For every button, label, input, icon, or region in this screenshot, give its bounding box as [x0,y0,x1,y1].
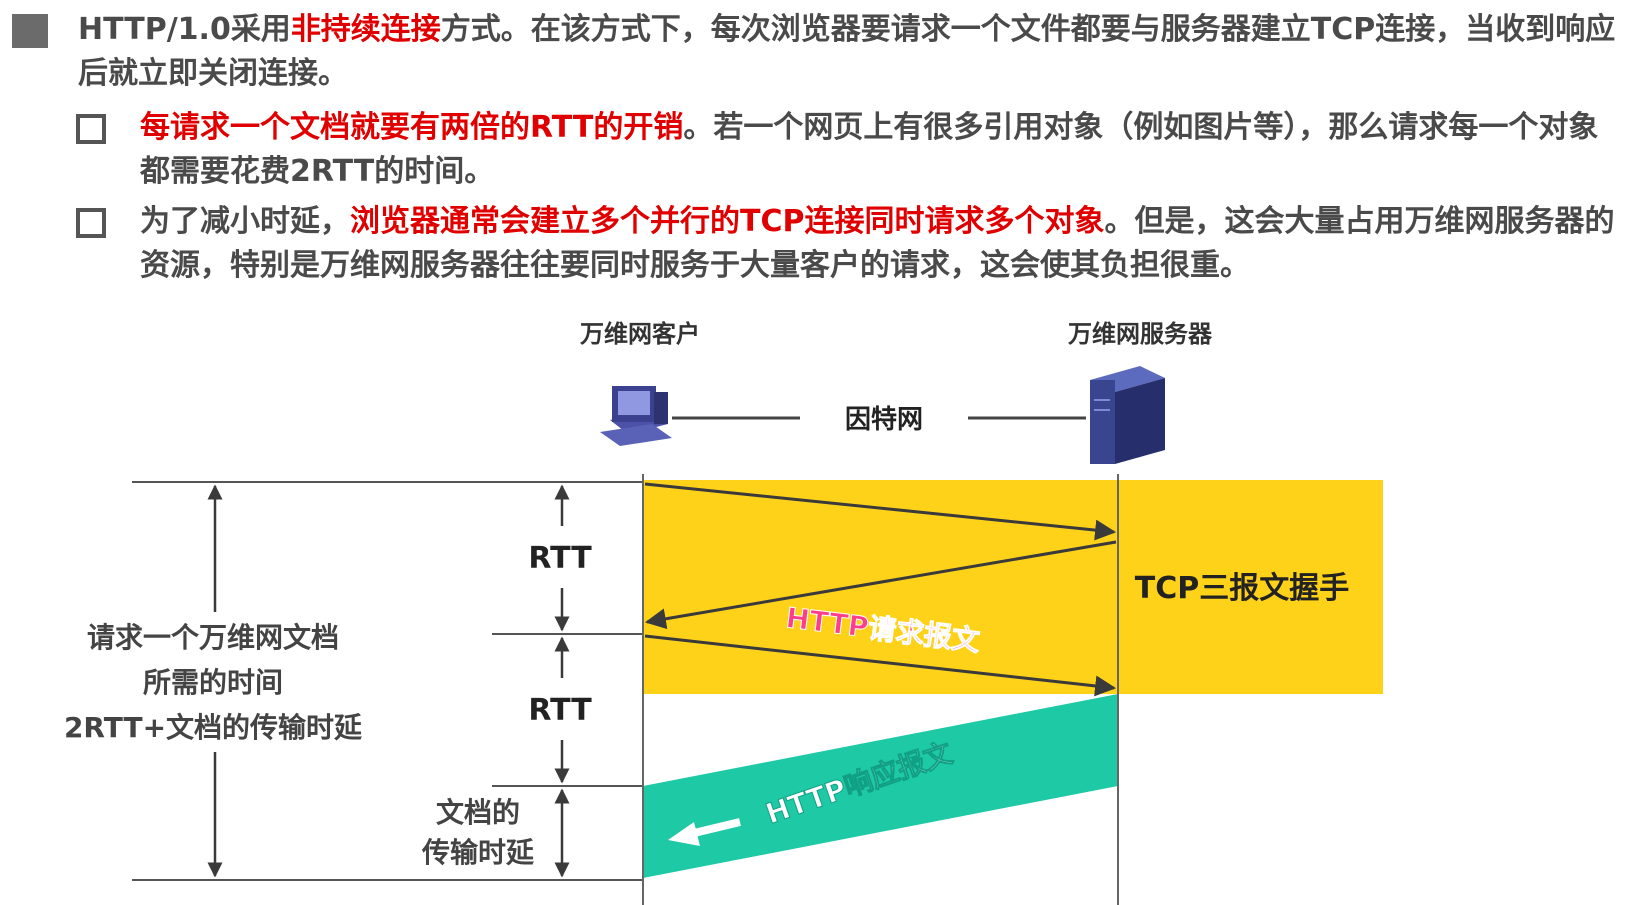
paragraph-sub-1: 每请求一个文档就要有两倍的RTT的开销。若一个网页上有很多引用对象（例如图片等）… [140,106,1620,194]
paragraph-sub-2: 为了减小时延，浏览器通常会建立多个并行的TCP连接同时请求多个对象。但是，这会大… [140,200,1620,288]
sub1-text-highlight: 每请求一个文档就要有两倍的RTT的开销 [140,110,684,145]
client-label: 万维网客户 [580,320,700,348]
rtt2-label: RTT [528,693,592,728]
syn-arrow [644,482,1117,541]
handshake-label: TCP三报文握手 [1135,571,1349,606]
handshake-region [643,480,1383,694]
network-label: 因特网 [845,404,923,435]
sub2-text-highlight: 浏览器通常会建立多个并行的TCP连接同时请求多个对象 [350,204,1105,239]
response-direction-arrow [668,818,741,846]
main-text-highlight: 非持续连接 [290,12,441,47]
client-computer-icon [600,386,672,446]
sub-bullet-box-1 [76,114,106,144]
server-label: 万维网服务器 [1068,320,1213,348]
synack-arrow [644,540,1117,630]
sub2-text-prefix: 为了减小时延， [140,204,350,239]
request-arrow [644,634,1117,697]
transfer-label-line2: 传输时延 [421,836,535,869]
main-bullet-square [12,14,48,48]
sub1-text-suffix: 。若一个网页上有很多引用对象（例如图片等），那么请求每一个对象都需要花费2RTT… [140,110,1599,189]
sub2-text-suffix: 。但是，这会大量占用万维网服务器的资源，特别是万维网服务器往往要同时服务于大量客… [140,204,1615,283]
transfer-label-line1: 文档的 [436,796,520,829]
total-label-line1: 请求一个万维网文档 [87,621,339,654]
main-text-prefix: HTTP/1.0采用 [78,12,291,47]
total-label-line2: 所需的时间 [143,666,283,699]
main-text-suffix: 方式。在该方式下，每次浏览器要请求一个文件都要与服务器建立TCP连接，当收到响应… [78,12,1616,91]
server-icon [1090,366,1165,464]
sub-bullet-box-2 [76,208,106,238]
total-label-line3: 2RTT+文档的传输时延 [64,711,363,744]
paragraph-main: HTTP/1.0采用非持续连接方式。在该方式下，每次浏览器要请求一个文件都要与服… [78,8,1623,96]
rtt1-label: RTT [528,541,592,576]
response-region [643,694,1118,878]
